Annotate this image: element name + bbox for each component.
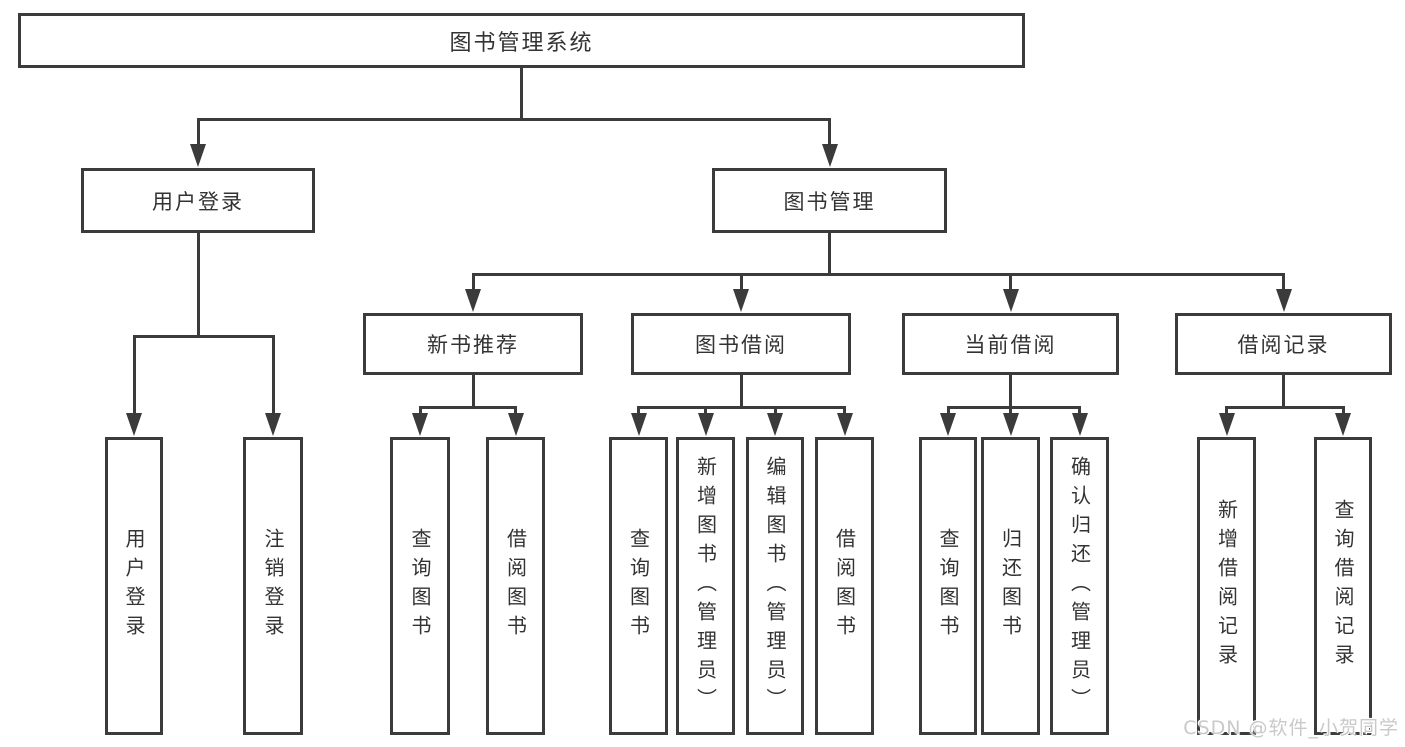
node-confirm-return: 确认归还（管理员） [1050,437,1109,735]
node-label-confirm-return: 确认归还（管理员） [1067,455,1092,717]
arrowhead-borrow-records-add-borrow-record [1218,413,1235,436]
node-label-user-login-leaf: 用户登录 [122,528,146,644]
edge-bar-new-book-rec [418,406,517,409]
arrowhead-borrow-records-query-borrow-record [1335,413,1351,436]
edge-stub-book-borrow [739,375,743,406]
edge-stub-borrow-records [1282,375,1285,406]
edge-stub-new-book-rec [471,375,475,406]
node-label-book-mgmt: 图书管理 [783,189,876,214]
node-label-user-login: 用户登录 [152,189,244,214]
node-label-add-borrow-record: 新增借阅记录 [1214,499,1239,673]
arrowhead-book-borrow-borrow-books-2 [836,413,853,436]
node-logout: 注销登录 [243,437,303,735]
arrowhead-book-mgmt-book-borrow [733,289,749,312]
edge-bar-book-mgmt [471,273,1285,276]
node-user-login-leaf: 用户登录 [105,437,163,735]
arrowhead-new-book-rec-borrow-books-1 [507,413,524,436]
arrowhead-book-mgmt-current-borrow [1002,289,1019,312]
arrowhead-root-book-mgmt [821,144,838,167]
node-borrow-books-2: 借阅图书 [815,437,874,735]
node-user-login: 用户登录 [81,168,315,233]
arrowhead-book-mgmt-borrow-records [1275,289,1292,312]
arrowhead-user-login-logout [265,413,281,436]
edge-bar-root [196,118,831,121]
edge-drop-root-book-mgmt [828,118,831,151]
arrowhead-current-borrow-return-book [1002,413,1019,436]
arrowhead-current-borrow-confirm-return [1071,413,1088,436]
edge-drop-book-mgmt-borrow-records [1282,273,1285,296]
node-borrow-records: 借阅记录 [1175,313,1392,375]
node-label-query-borrow-record: 查询借阅记录 [1331,499,1355,673]
arrowhead-new-book-rec-query-books-1 [412,413,428,436]
node-label-edit-book: 编辑图书（管理员） [763,455,787,717]
node-query-borrow-record: 查询借阅记录 [1314,437,1372,735]
node-label-book-borrow: 图书借阅 [695,333,787,357]
node-label-current-borrow: 当前借阅 [964,333,1057,357]
edge-drop-book-mgmt-current-borrow [1009,273,1012,296]
edge-drop-book-mgmt-book-borrow [739,273,743,296]
node-book-mgmt: 图书管理 [712,168,947,233]
node-book-borrow: 图书借阅 [631,313,851,375]
node-label-root: 图书管理系统 [449,30,594,56]
node-query-books-2: 查询图书 [609,437,668,735]
edge-drop-user-login-user-login-leaf [132,335,136,420]
node-add-book: 新增图书（管理员） [676,437,735,735]
node-edit-book: 编辑图书（管理员） [746,437,804,735]
node-label-query-books-2: 查询图书 [626,528,651,644]
arrowhead-book-mgmt-new-book-rec [465,289,481,312]
arrowhead-user-login-user-login-leaf [126,413,142,436]
node-label-query-books-3: 查询图书 [936,528,960,644]
edge-bar-borrow-records [1225,406,1345,409]
edge-drop-book-mgmt-new-book-rec [471,273,475,296]
arrowhead-book-borrow-edit-book [767,413,783,436]
node-label-logout: 注销登录 [261,528,285,644]
node-borrow-books-1: 借阅图书 [486,437,545,735]
node-label-borrow-books-1: 借阅图书 [503,528,528,644]
node-label-borrow-books-2: 借阅图书 [832,528,857,644]
watermark-text: CSDN @软件_小贺同学 [1183,717,1399,739]
edge-stub-root [520,68,523,118]
edge-bar-user-login [132,335,275,338]
arrowhead-root-user-login [190,144,206,167]
edge-stub-user-login [196,233,200,335]
node-label-new-book-rec: 新书推荐 [427,333,519,357]
edge-stub-book-mgmt [828,233,831,273]
node-label-query-books-1: 查询图书 [408,528,432,644]
node-new-book-rec: 新书推荐 [363,313,583,375]
node-current-borrow: 当前借阅 [902,313,1119,375]
node-label-add-book: 新增图书（管理员） [693,455,718,717]
arrowhead-book-borrow-add-book [697,413,714,436]
edge-drop-root-user-login [196,118,200,151]
node-add-borrow-record: 新增借阅记录 [1197,437,1256,735]
node-label-return-book: 归还图书 [998,528,1023,644]
node-query-books-3: 查询图书 [919,437,977,735]
edge-bar-book-borrow [637,406,846,409]
node-label-borrow-records: 借阅记录 [1237,333,1330,357]
arrowhead-book-borrow-query-books-2 [630,413,647,436]
node-return-book: 归还图书 [981,437,1040,735]
edge-drop-user-login-logout [271,335,275,420]
edge-stub-current-borrow [1009,375,1012,406]
edge-bar-current-borrow [946,406,1081,409]
arrowhead-current-borrow-query-books-3 [940,413,956,436]
node-root: 图书管理系统 [18,13,1025,68]
node-query-books-1: 查询图书 [390,437,450,735]
